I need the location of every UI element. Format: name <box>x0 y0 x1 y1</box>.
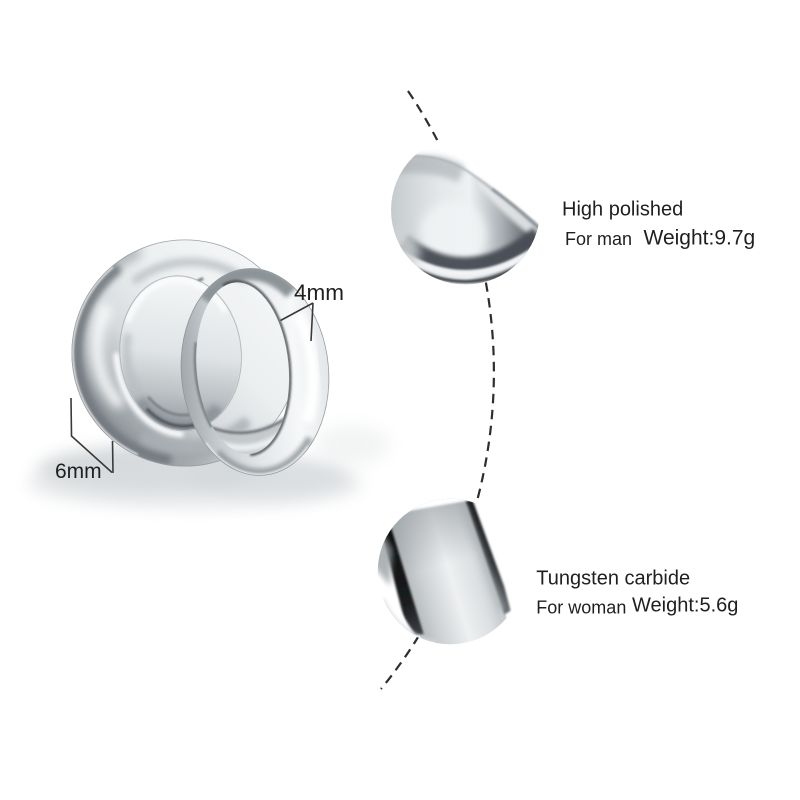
svg-text:4mm: 4mm <box>294 280 344 305</box>
svg-text:For man: For man <box>565 229 632 249</box>
svg-text:High polished: High polished <box>562 199 683 221</box>
svg-text:For woman: For woman <box>536 598 626 618</box>
svg-text:Weight:5.6g: Weight:5.6g <box>632 595 738 617</box>
svg-text:6mm: 6mm <box>55 460 102 483</box>
svg-text:Tungsten carbide: Tungsten carbide <box>536 568 690 590</box>
svg-text:Weight:9.7g: Weight:9.7g <box>644 227 756 250</box>
